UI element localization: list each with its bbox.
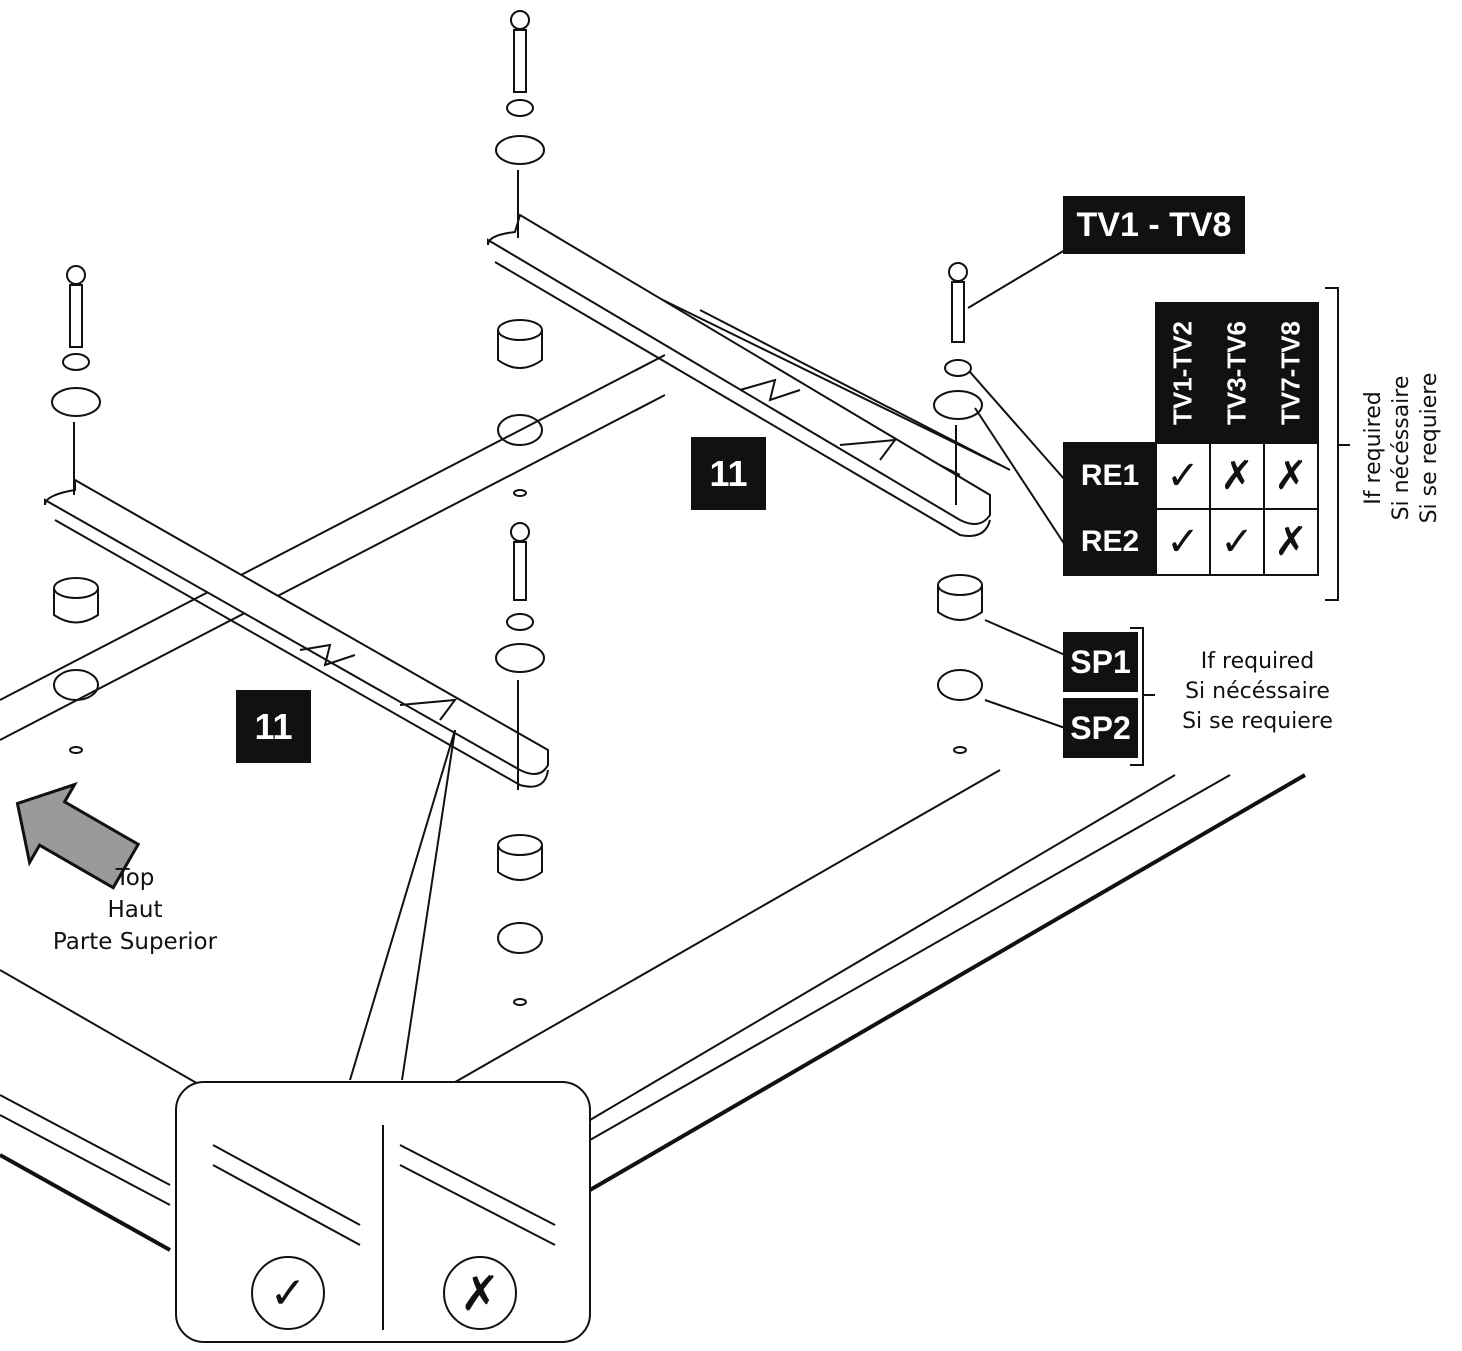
table-note: If required Si nécéssaire Si se requiere [1360, 348, 1444, 548]
row-label-re2: RE2 [1063, 508, 1157, 576]
panel-line [0, 969, 201, 1086]
cell-check: ✓ [1155, 508, 1211, 576]
orientation-line: Haut [107, 897, 163, 923]
cell-cross: ✗ [1263, 442, 1319, 510]
zoom-line [349, 729, 456, 1081]
wrong-mark: ✗ [460, 1266, 500, 1322]
table-note-line: Si nécéssaire [1389, 375, 1414, 521]
col-header-tv1-tv2: TV1-TV2 [1155, 302, 1211, 444]
spacer-label-sp2: SP2 [1063, 698, 1138, 758]
spacer-note: If required Si nécéssaire Si se requiere [1160, 647, 1355, 737]
orientation-label: Top Haut Parte Superior [30, 862, 240, 958]
table-note-line: Si se requiere [1417, 372, 1442, 524]
leader-line [967, 249, 1066, 309]
panel-line [589, 774, 1231, 1141]
tv-range-label: TV1 - TV8 [1063, 196, 1245, 254]
bolt-stack-center-top [495, 10, 545, 238]
panel-line [589, 774, 1176, 1121]
mounting-rail-right [487, 213, 991, 537]
bracket [1325, 287, 1339, 601]
mounting-rail-left [44, 478, 549, 788]
spacer-note-line: Si nécéssaire [1185, 679, 1330, 704]
compatibility-table: TV1-TV2 TV3-TV6 TV7-TV8 RE1 ✓ ✗ ✗ RE2 ✓ … [1063, 302, 1319, 576]
cell-cross: ✗ [1263, 508, 1319, 576]
crossbar-line [0, 354, 666, 701]
bolt-stack-center-bottom [495, 522, 545, 790]
leader-line [974, 407, 1066, 546]
cell-check: ✓ [1209, 508, 1265, 576]
spacer-stack-center-top [497, 319, 543, 497]
panel-edge [588, 773, 1307, 1192]
spacer-note-line: If required [1200, 649, 1315, 674]
zoom-line [401, 729, 456, 1081]
col-header-tv3-tv6: TV3-TV6 [1209, 302, 1265, 444]
panel-line [0, 1094, 171, 1186]
bracket [1130, 627, 1144, 766]
bolt-stack-left [51, 265, 101, 495]
panel-line [0, 1114, 171, 1206]
leader-line [984, 699, 1066, 729]
correct-mark-circle [251, 1256, 325, 1330]
crossbar-line [699, 309, 1011, 471]
step-label-11-right: 11 [691, 437, 766, 510]
spacer-note-line: Si se requiere [1182, 709, 1333, 734]
panel-line [449, 769, 1001, 1086]
step-label-11-left: 11 [236, 690, 311, 763]
bolt-stack-right [933, 262, 983, 505]
panel-edge [0, 1153, 171, 1252]
spacer-stack-center-bottom [497, 834, 543, 1006]
top-arrow-icon [15, 781, 141, 890]
orientation-line: Top [115, 865, 155, 891]
row-label-re1: RE1 [1063, 442, 1157, 510]
spacer-stack-left [53, 577, 99, 754]
cell-check: ✓ [1155, 442, 1211, 510]
crossbar-line [0, 394, 666, 741]
table-note-line: If required [1361, 391, 1386, 505]
leader-line [984, 619, 1066, 656]
orientation-line: Parte Superior [52, 929, 218, 955]
correct-mark: ✓ [270, 1268, 307, 1319]
spacer-stack-right [937, 574, 983, 754]
cell-cross: ✗ [1209, 442, 1265, 510]
col-header-tv7-tv8: TV7-TV8 [1263, 302, 1319, 444]
leader-line [969, 371, 1066, 481]
wrong-mark-circle [443, 1256, 517, 1330]
spacer-label-sp1: SP1 [1063, 632, 1138, 692]
